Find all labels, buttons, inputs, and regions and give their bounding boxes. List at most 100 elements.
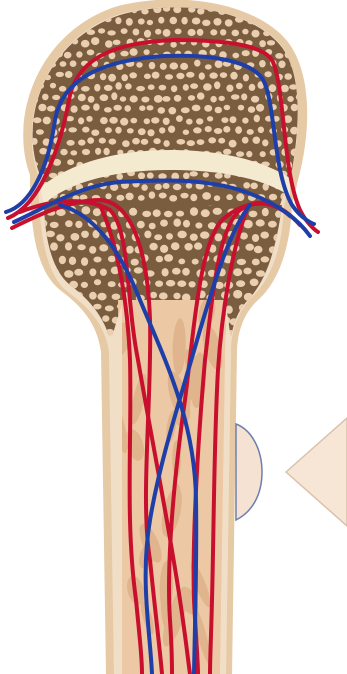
trabecula-cell xyxy=(259,60,266,67)
trabecula-cell xyxy=(190,234,198,241)
trabecula-cell xyxy=(141,184,147,191)
trabecula-cell xyxy=(252,137,260,144)
trabecula-cell xyxy=(284,28,291,36)
trabecula-cell xyxy=(105,193,111,199)
trabecula-cell xyxy=(147,129,154,136)
trabecula-cell xyxy=(100,94,109,101)
trabecula-cell xyxy=(46,281,54,289)
trabecula-cell xyxy=(180,193,188,199)
trabecula-cell xyxy=(81,231,89,238)
trabecula-cell xyxy=(42,94,49,101)
trabecula-cell xyxy=(131,259,139,266)
trabecula-cell xyxy=(219,96,225,101)
trabecula-cell xyxy=(144,30,151,38)
trabecula-cell xyxy=(149,243,157,251)
trabecula-cell xyxy=(190,194,197,202)
trabecula-cell xyxy=(137,221,145,229)
trabecula-cell xyxy=(124,105,131,112)
trabecula-cell xyxy=(284,73,292,80)
trabecula-cell xyxy=(22,7,28,13)
magnifier-pointer-icon xyxy=(286,418,347,526)
trabecula-cell xyxy=(248,106,255,113)
trabecula-cell xyxy=(144,231,151,239)
trabecula-cell xyxy=(243,268,251,275)
trabecula-cell xyxy=(190,207,198,216)
trabecula-cell xyxy=(190,83,198,89)
trabecula-cell xyxy=(242,29,248,35)
trabecula-cell xyxy=(91,130,99,136)
trabecula-cell xyxy=(47,106,55,112)
trabecula-cell xyxy=(125,83,132,89)
trabecula-cell xyxy=(70,60,77,67)
trabecula-cell xyxy=(242,5,249,11)
trabecula-cell xyxy=(226,85,233,92)
trabecula-cell xyxy=(159,193,167,199)
trabecula-cell xyxy=(243,182,250,188)
trabecula-cell xyxy=(65,220,73,227)
trabecula-cell xyxy=(81,257,88,266)
trabecula-cell xyxy=(214,128,222,134)
trabecula-cell xyxy=(160,63,167,70)
trabecula-cell xyxy=(108,74,116,82)
trabecula-cell xyxy=(258,127,264,134)
trabecula-cell xyxy=(280,17,288,23)
trabecula-cell xyxy=(220,29,226,35)
trabecula-cell xyxy=(132,138,140,145)
trabecula-cell xyxy=(236,151,244,157)
trabecula-cell xyxy=(269,294,278,303)
trabecula-cell xyxy=(192,105,201,112)
trabecula-cell xyxy=(290,18,297,23)
trabecula-cell xyxy=(176,73,184,79)
trabecula-cell xyxy=(81,86,90,92)
trabecula-cell xyxy=(71,16,78,23)
trabecula-cell xyxy=(165,74,173,80)
trabecula-cell xyxy=(243,74,249,81)
trabecula-cell xyxy=(38,317,47,325)
trabecula-cell xyxy=(64,270,73,278)
trabecula-cell xyxy=(176,211,184,217)
trabecula-cell xyxy=(245,317,253,323)
trabecula-cell xyxy=(250,279,259,287)
trabecula-cell xyxy=(86,116,92,122)
trabecula-cell xyxy=(186,183,192,189)
trabecula-cell xyxy=(292,39,298,46)
trabecula-cell xyxy=(294,8,303,14)
trabecula-cell xyxy=(151,117,159,123)
trabecula-cell xyxy=(93,257,101,263)
trabecula-cell xyxy=(159,127,165,133)
trabecula-cell xyxy=(213,208,222,215)
trabecula-cell xyxy=(281,293,289,301)
trabecula-cell xyxy=(77,244,85,250)
trabecula-cell xyxy=(252,259,260,266)
trabecula-cell xyxy=(166,280,175,287)
trabecula-cell xyxy=(34,52,43,58)
trabecula-cell xyxy=(148,84,155,90)
trabecula-cell xyxy=(260,232,269,239)
trabecula-cell xyxy=(49,41,56,47)
trabecula-cell xyxy=(194,242,202,249)
trabecula-cell xyxy=(291,245,298,253)
trabecula-cell xyxy=(163,140,169,147)
trabecula-cell xyxy=(95,148,101,155)
trabecula-cell xyxy=(60,149,67,156)
trabecula-cell xyxy=(69,257,76,265)
trabecula-cell xyxy=(301,172,307,177)
trabecula-cell xyxy=(136,86,145,91)
trabecula-cell xyxy=(254,115,260,123)
trabecula-cell xyxy=(170,42,176,48)
trabecula-cell xyxy=(136,62,142,68)
trabecula-cell xyxy=(126,18,133,26)
trabecula-cell xyxy=(21,162,28,169)
trabecula-cell xyxy=(292,270,300,278)
trabecula-cell xyxy=(105,305,114,311)
trabecula-cell xyxy=(168,107,176,114)
trabecula-cell xyxy=(21,73,29,78)
trabecula-cell xyxy=(120,118,128,126)
trabecula-cell xyxy=(154,234,162,240)
trabecula-cell xyxy=(33,117,42,123)
trabecula-cell xyxy=(241,93,247,100)
trabecula-cell xyxy=(288,304,295,310)
trabecula-cell xyxy=(43,117,51,125)
trabecula-cell xyxy=(120,96,126,101)
trabecula-cell xyxy=(100,117,108,124)
